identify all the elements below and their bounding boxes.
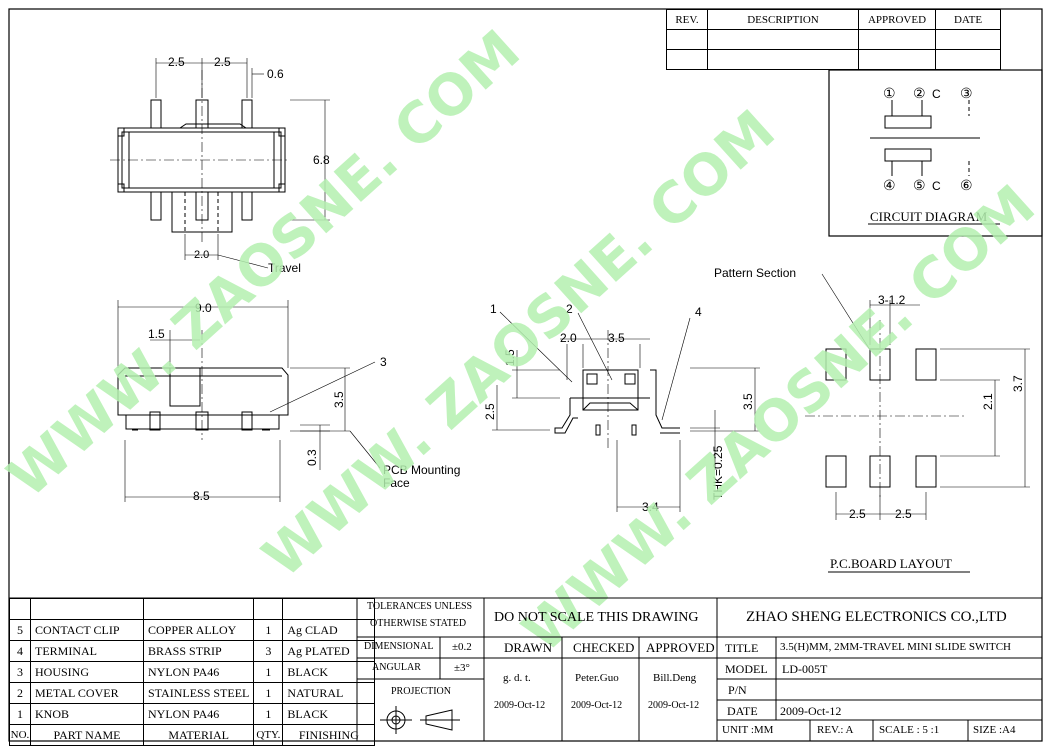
scale-value: SCALE : 5 :1 (879, 724, 940, 736)
checked-label: CHECKED (573, 640, 635, 655)
date-label: DATE (727, 704, 758, 718)
dim-side-1-5: 1.5 (503, 349, 517, 366)
date-value: 2009-Oct-12 (780, 704, 842, 718)
dim-pcb-pads: 3-1.2 (878, 293, 906, 307)
approved-label: APPROVED (646, 640, 715, 655)
pcb-face-line1: PCB Mounting (383, 463, 460, 477)
pcb-face-line2: Face (383, 476, 410, 490)
unit-value: UNIT :MM (722, 724, 774, 736)
drawn-label: DRAWN (504, 640, 553, 655)
bom-header-no: NO. (9, 724, 31, 746)
dim-top-height: 6.8 (313, 153, 330, 167)
dim-pcb-pitch-1: 2.5 (849, 507, 866, 521)
side-callout-4: 4 (695, 305, 702, 319)
dim-side-3-5-top: 3.5 (608, 331, 625, 345)
dim-front-base: 8.5 (193, 489, 210, 503)
side-callout-2: 2 (566, 302, 573, 316)
drawn-by: g. d. t. (503, 672, 531, 684)
dim-top-pin-width: 0.6 (267, 67, 284, 81)
bom-finish: Ag CLAD (282, 619, 376, 641)
bom-row: 4 TERMINAL BRASS STRIP 3 Ag PLATED (9, 640, 376, 662)
company-name: ZHAO SHENG ELECTRONICS CO.,LTD (746, 609, 1007, 625)
dim-front-standoff: 0.3 (305, 449, 319, 466)
drawn-date: 2009-Oct-12 (494, 700, 546, 711)
model-label: MODEL (725, 662, 768, 676)
front-view (117, 300, 381, 502)
circuit-title: CIRCUIT DIAGRAM (870, 209, 988, 224)
dim-side-3-5-right: 3.5 (741, 393, 755, 410)
checked-by: Peter.Guo (575, 672, 619, 684)
rev-header-description: DESCRIPTION (707, 9, 859, 30)
bom-material: BRASS STRIP (142, 640, 255, 662)
do-not-scale-notice: DO NOT SCALE THIS DRAWING (494, 610, 699, 625)
dim-top-pitch-2: 2.5 (214, 55, 231, 69)
side-callout-1: 1 (490, 302, 497, 316)
dim-pcb-pitch-2: 2.5 (895, 507, 912, 521)
circuit-common-bottom: C (932, 179, 941, 193)
tolerance-dimensional-value: ±0.2 (452, 641, 472, 653)
dim-pcb-3-7: 3.7 (1011, 375, 1025, 392)
projection-symbol-icon (380, 706, 460, 734)
projection-label: PROJECTION (391, 686, 452, 697)
pcb-layout-title: P.C.BOARD LAYOUT (830, 556, 952, 571)
dim-top-pitch-1: 2.5 (168, 55, 185, 69)
model-value: LD-005T (782, 662, 828, 676)
callout-3: 3 (380, 355, 387, 369)
bom-material: NYLON PA46 (142, 661, 255, 683)
approved-by: Bill.Deng (653, 672, 697, 684)
bom-header-qty: QTY. (253, 724, 284, 746)
checked-date: 2009-Oct-12 (571, 700, 623, 711)
dim-front-knob: 1.5 (148, 327, 165, 341)
circuit-pin-3: ③ (960, 85, 973, 101)
bom-header-part: PART NAME (30, 724, 144, 746)
dim-top-travel: 2.0 (194, 249, 209, 261)
bom-row: 2 METAL COVER STAINLESS STEEL 1 NATURAL (9, 682, 376, 704)
dim-side-thk: THK=0.25 (711, 445, 725, 500)
dim-side-2-0: 2.0 (560, 331, 577, 345)
circuit-pin-5: ⑤ (913, 177, 926, 193)
tolerance-angular-label: ANGULAR (372, 662, 421, 673)
top-view (110, 58, 330, 269)
bom-header-row: NO. PART NAME MATERIAL QTY. FINISHING (9, 724, 376, 746)
bom-header-finish: FINISHING (282, 724, 376, 746)
revision-table: REV. DESCRIPTION APPROVED DATE (666, 9, 1001, 70)
side-view (492, 311, 760, 512)
circuit-diagram (828, 69, 1043, 237)
title-value: 3.5(H)MM, 2MM-TRAVEL MINI SLIDE SWITCH (780, 641, 1011, 653)
rev-value: REV.: A (817, 724, 854, 736)
dim-pcb-2-1: 2.1 (981, 393, 995, 410)
dim-side-3-4: 3.4 (642, 500, 659, 514)
dim-side-2-5: 2.5 (483, 403, 497, 420)
size-value: SIZE :A4 (973, 724, 1016, 736)
circuit-pin-2: ② (913, 85, 926, 101)
bom-finish: BLACK (282, 661, 376, 683)
tolerance-title-line1: TOLERANCES UNLESS (367, 601, 473, 612)
bom-row: 5 CONTACT CLIP COPPER ALLOY 1 Ag CLAD (9, 619, 376, 641)
bom-finish: Ag PLATED (282, 640, 376, 662)
circuit-pin-6: ⑥ (960, 177, 973, 193)
pn-label: P/N (728, 683, 747, 697)
pattern-section-label: Pattern Section (714, 266, 796, 280)
dim-front-length: 9.0 (195, 301, 212, 315)
tolerance-title-line2: OTHERWISE STATED (370, 618, 467, 629)
tolerance-dimensional-label: DIMENSIONAL (364, 641, 434, 652)
tolerance-angular-value: ±3° (454, 662, 470, 674)
pcb-layout (805, 273, 1030, 573)
title-label: TITLE (725, 641, 759, 655)
approved-date: 2009-Oct-12 (648, 700, 700, 711)
rev-header-approved: APPROVED (858, 9, 936, 30)
bom-row: 3 HOUSING NYLON PA46 1 BLACK (9, 661, 376, 683)
dim-front-height: 3.5 (332, 391, 346, 408)
bom-table: 5 CONTACT CLIP COPPER ALLOY 1 Ag CLAD 4 … (9, 598, 376, 746)
circuit-pin-1: ① (883, 85, 896, 101)
bom-header-material: MATERIAL (142, 724, 255, 746)
circuit-common-top: C (932, 87, 941, 101)
travel-label: Travel (268, 261, 301, 275)
circuit-pin-4: ④ (883, 177, 896, 193)
